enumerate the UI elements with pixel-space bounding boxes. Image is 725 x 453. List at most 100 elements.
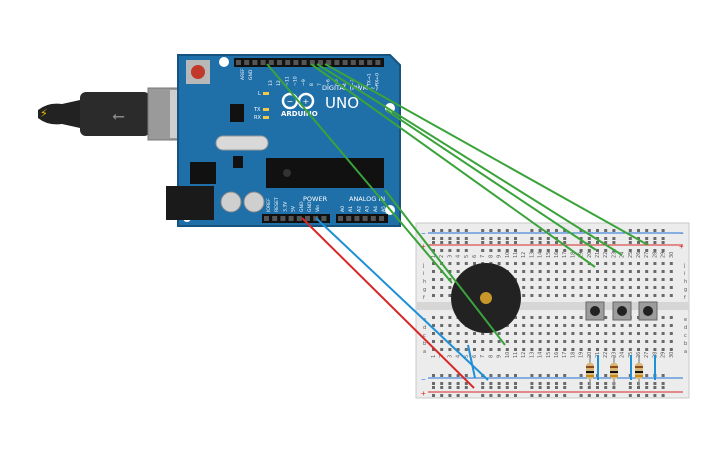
breadboard-hole[interactable] [432, 374, 435, 377]
breadboard-hole[interactable] [448, 348, 452, 351]
breadboard-hole[interactable] [530, 316, 534, 319]
breadboard-hole[interactable] [579, 249, 583, 252]
breadboard-hole[interactable] [432, 278, 435, 281]
breadboard-hole[interactable] [587, 229, 591, 232]
breadboard-hole[interactable] [440, 386, 444, 389]
breadboard-hole[interactable] [637, 394, 640, 397]
breadboard-hole[interactable] [579, 241, 583, 244]
breadboard-hole[interactable] [669, 340, 673, 343]
wire-red[interactable] [301, 217, 475, 389]
breadboard-hole[interactable] [530, 386, 534, 389]
breadboard-hole[interactable] [530, 237, 534, 240]
breadboard-hole[interactable] [653, 278, 657, 281]
wire-blue[interactable] [467, 344, 476, 379]
breadboard-hole[interactable] [555, 316, 558, 319]
breadboard-hole[interactable] [563, 394, 567, 397]
breadboard-hole[interactable] [497, 386, 501, 389]
breadboard-hole[interactable] [514, 249, 517, 252]
breadboard-hole[interactable] [612, 278, 616, 281]
breadboard-hole[interactable] [637, 278, 640, 281]
breadboard-hole[interactable] [604, 316, 608, 319]
breadboard-hole[interactable] [448, 374, 452, 377]
breadboard-hole[interactable] [555, 294, 558, 297]
header-pin[interactable] [288, 216, 294, 221]
breadboard-hole[interactable] [604, 229, 608, 232]
header-pin[interactable] [326, 60, 332, 65]
breadboard-hole[interactable] [530, 332, 534, 335]
wire-green[interactable] [385, 109, 597, 251]
breadboard-hole[interactable] [538, 294, 542, 297]
breadboard-hole[interactable] [653, 270, 657, 273]
breadboard-hole[interactable] [464, 340, 468, 343]
breadboard-hole[interactable] [628, 382, 632, 385]
breadboard-hole[interactable] [432, 270, 435, 273]
breadboard-hole[interactable] [538, 229, 542, 232]
breadboard-hole[interactable] [661, 262, 665, 265]
breadboard-hole[interactable] [505, 262, 509, 265]
breadboard-hole[interactable] [432, 382, 435, 385]
breadboard-hole[interactable] [514, 229, 517, 232]
breadboard-hole[interactable] [645, 294, 649, 297]
breadboard-hole[interactable] [628, 394, 632, 397]
arduino-uno-board[interactable]: DIGITAL (PWM ~) ARDUINO UNO POWER ANALOG… [166, 54, 401, 227]
breadboard-hole[interactable] [653, 394, 657, 397]
header-pin[interactable] [346, 216, 352, 221]
breadboard-hole[interactable] [579, 394, 583, 397]
breadboard-hole[interactable] [587, 294, 591, 297]
breadboard-hole[interactable] [514, 382, 517, 385]
breadboard-hole[interactable] [538, 386, 542, 389]
breadboard-hole[interactable] [448, 237, 452, 240]
breadboard-hole[interactable] [661, 382, 665, 385]
breadboard-hole[interactable] [596, 278, 599, 281]
breadboard-hole[interactable] [587, 340, 591, 343]
breadboard-hole[interactable] [432, 386, 435, 389]
breadboard-hole[interactable] [546, 278, 550, 281]
breadboard-hole[interactable] [514, 237, 517, 240]
breadboard-hole[interactable] [505, 394, 509, 397]
breadboard-hole[interactable] [604, 237, 608, 240]
breadboard-hole[interactable] [530, 241, 534, 244]
breadboard-hole[interactable] [628, 386, 632, 389]
resistor-icon[interactable] [586, 355, 594, 386]
breadboard-hole[interactable] [604, 294, 608, 297]
breadboard-hole[interactable] [546, 229, 550, 232]
breadboard-hole[interactable] [497, 262, 501, 265]
breadboard-hole[interactable] [653, 348, 657, 351]
header-pin[interactable] [375, 60, 381, 65]
breadboard-hole[interactable] [432, 286, 435, 289]
header-pin[interactable] [305, 216, 310, 221]
breadboard-hole[interactable] [481, 241, 485, 244]
breadboard-hole[interactable] [432, 249, 435, 252]
breadboard-hole[interactable] [464, 237, 468, 240]
breadboard-hole[interactable] [571, 324, 575, 327]
breadboard-hole[interactable] [538, 270, 542, 273]
breadboard-hole[interactable] [620, 286, 624, 289]
breadboard-hole[interactable] [628, 229, 632, 232]
header-pin[interactable] [236, 60, 241, 65]
breadboard-hole[interactable] [596, 262, 599, 265]
breadboard-hole[interactable] [481, 386, 485, 389]
breadboard-hole[interactable] [432, 262, 435, 265]
breadboard-hole[interactable] [661, 394, 665, 397]
breadboard-hole[interactable] [456, 324, 460, 327]
breadboard-hole[interactable] [440, 286, 444, 289]
breadboard-hole[interactable] [563, 241, 567, 244]
breadboard-hole[interactable] [637, 241, 640, 244]
breadboard-hole[interactable] [563, 316, 567, 319]
breadboard-hole[interactable] [661, 374, 665, 377]
breadboard-hole[interactable] [661, 332, 665, 335]
breadboard-hole[interactable] [555, 394, 558, 397]
breadboard-hole[interactable] [596, 386, 599, 389]
breadboard-hole[interactable] [604, 278, 608, 281]
breadboard-hole[interactable] [489, 229, 493, 232]
breadboard-hole[interactable] [571, 278, 575, 281]
breadboard-hole[interactable] [489, 348, 493, 351]
header-pin[interactable] [280, 216, 286, 221]
breadboard-hole[interactable] [432, 241, 435, 244]
breadboard-hole[interactable] [530, 229, 534, 232]
breadboard-hole[interactable] [448, 249, 452, 252]
breadboard-hole[interactable] [579, 340, 583, 343]
breadboard-hole[interactable] [481, 382, 485, 385]
breadboard-hole[interactable] [522, 278, 526, 281]
breadboard-hole[interactable] [456, 237, 460, 240]
